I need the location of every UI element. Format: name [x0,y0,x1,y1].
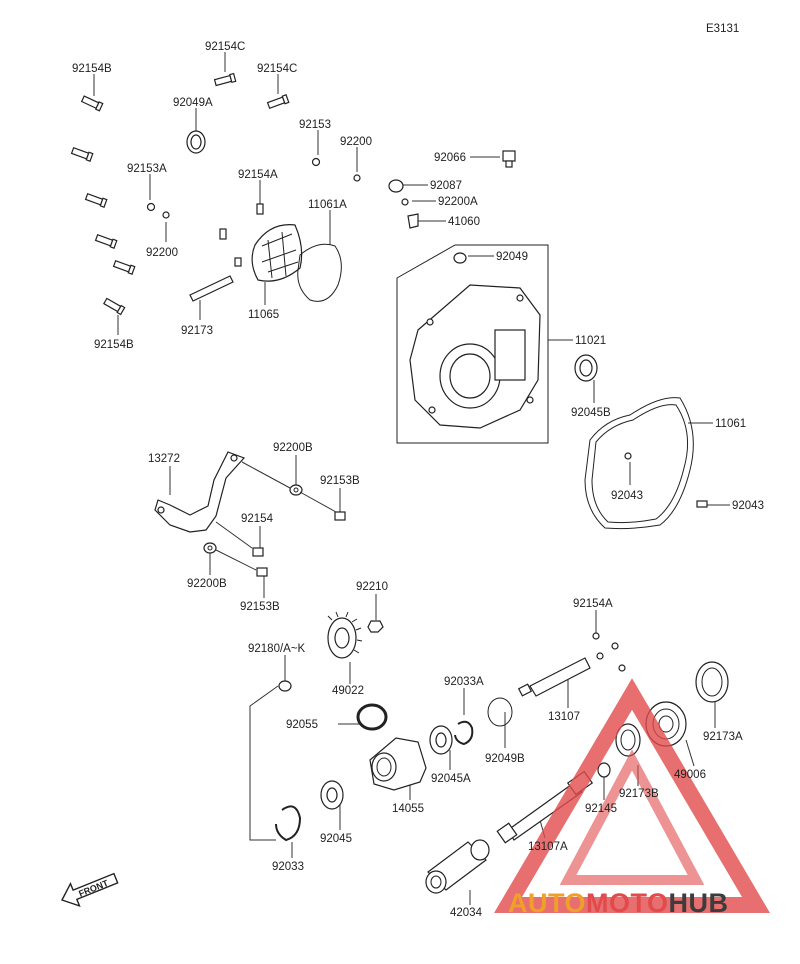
part-labels: 92154C 92154B 92154C 92049A 92153 92200 … [72,41,764,919]
shaft-13107 [517,632,626,697]
part-label: 41060 [448,216,480,228]
part-label: 92180/A~K [248,643,306,655]
clamp-92173a [695,661,729,703]
part-label: 92200B [273,442,313,454]
part-label: 92087 [430,180,462,192]
part-label: 92049A [173,97,213,109]
part-label: 13107A [528,841,568,853]
part-label: 92043 [611,490,643,502]
part-label: 92153B [240,601,280,613]
part-label: 92033 [272,861,304,873]
watermark-logo: AUTOMOTOHUB [494,678,770,918]
shim-92049b [487,697,513,727]
part-label: 92154C [257,63,297,75]
bracket-13272 [154,451,246,533]
part-label: 92200 [340,136,372,148]
watermark-text: AUTOMOTOHUB [508,888,729,918]
diagram-code: E3131 [706,23,739,35]
front-arrow-icon: FRONT [61,872,119,908]
circlip-92033 [275,805,302,842]
cover-box-11021 [396,244,549,444]
o-ring-92055 [356,703,388,731]
bolt-set-left [70,72,361,316]
housing-14055 [369,737,427,791]
part-label: 14055 [392,803,424,815]
part-label: 92200B [187,578,227,590]
plate-92173 [189,275,234,302]
part-label: 42034 [450,907,483,919]
part-label: 92033A [444,676,484,688]
part-label: 11061 [715,418,746,430]
part-label: 92173 [181,325,213,337]
part-label: 11021 [575,335,606,347]
warning-triangle-icon [494,678,770,913]
crankcase-cover-11021 [409,252,541,429]
shim-92180 [278,680,292,692]
dowel-92043 [624,452,632,460]
part-label: 92154A [573,598,613,610]
part-label: 92154A [238,169,278,181]
part-label: 92200A [438,196,478,208]
nut-92210 [367,620,384,633]
oil-seal-92049a [186,130,206,154]
part-label: 92055 [286,719,318,731]
plug-group [388,150,516,229]
leader-lines [93,52,730,905]
gasket-11061 [584,397,694,530]
joint-42034 [425,839,490,894]
part-label: 92154 [241,513,274,525]
part-label: 92045B [571,407,611,419]
part-label: 92045A [431,773,471,785]
bearing-92045a [429,725,453,755]
part-label: 92154C [205,41,245,53]
gear-49022 [327,611,363,659]
part-label: 13272 [148,453,180,465]
part-label: 92154B [72,63,112,75]
part-label: 92045 [320,833,352,845]
part-label: 92049B [485,753,525,765]
fasteners-middle [203,461,346,577]
part-label: 92173A [703,731,743,743]
part-label: 92043 [732,500,764,512]
part-label: 92173B [619,788,659,800]
part-label: 92153 [299,119,331,131]
clamp-92173b [615,723,641,757]
part-label: 92066 [434,152,466,164]
circlip-92033a [454,720,474,746]
part-label: 92153A [127,163,167,175]
spring-92145 [597,762,611,778]
cover-11065 [251,224,303,282]
part-label: 11061A [308,199,347,211]
part-label: 92154B [94,339,134,351]
part-label: 49022 [332,685,364,697]
part-label: 92049 [496,251,528,263]
gasket-11061a [297,243,342,302]
part-label: 92210 [356,581,388,593]
part-label: 11065 [248,309,279,321]
bearing-92045 [320,780,344,810]
part-label: 92145 [585,803,617,815]
front-label: FRONT [77,878,110,899]
bearing-92045b [574,354,598,382]
part-label: 13107 [548,711,580,723]
part-label: 92200 [146,247,178,259]
part-label: 49006 [674,769,706,781]
part-label: 92153B [320,475,360,487]
dowel-92043b [696,500,708,508]
